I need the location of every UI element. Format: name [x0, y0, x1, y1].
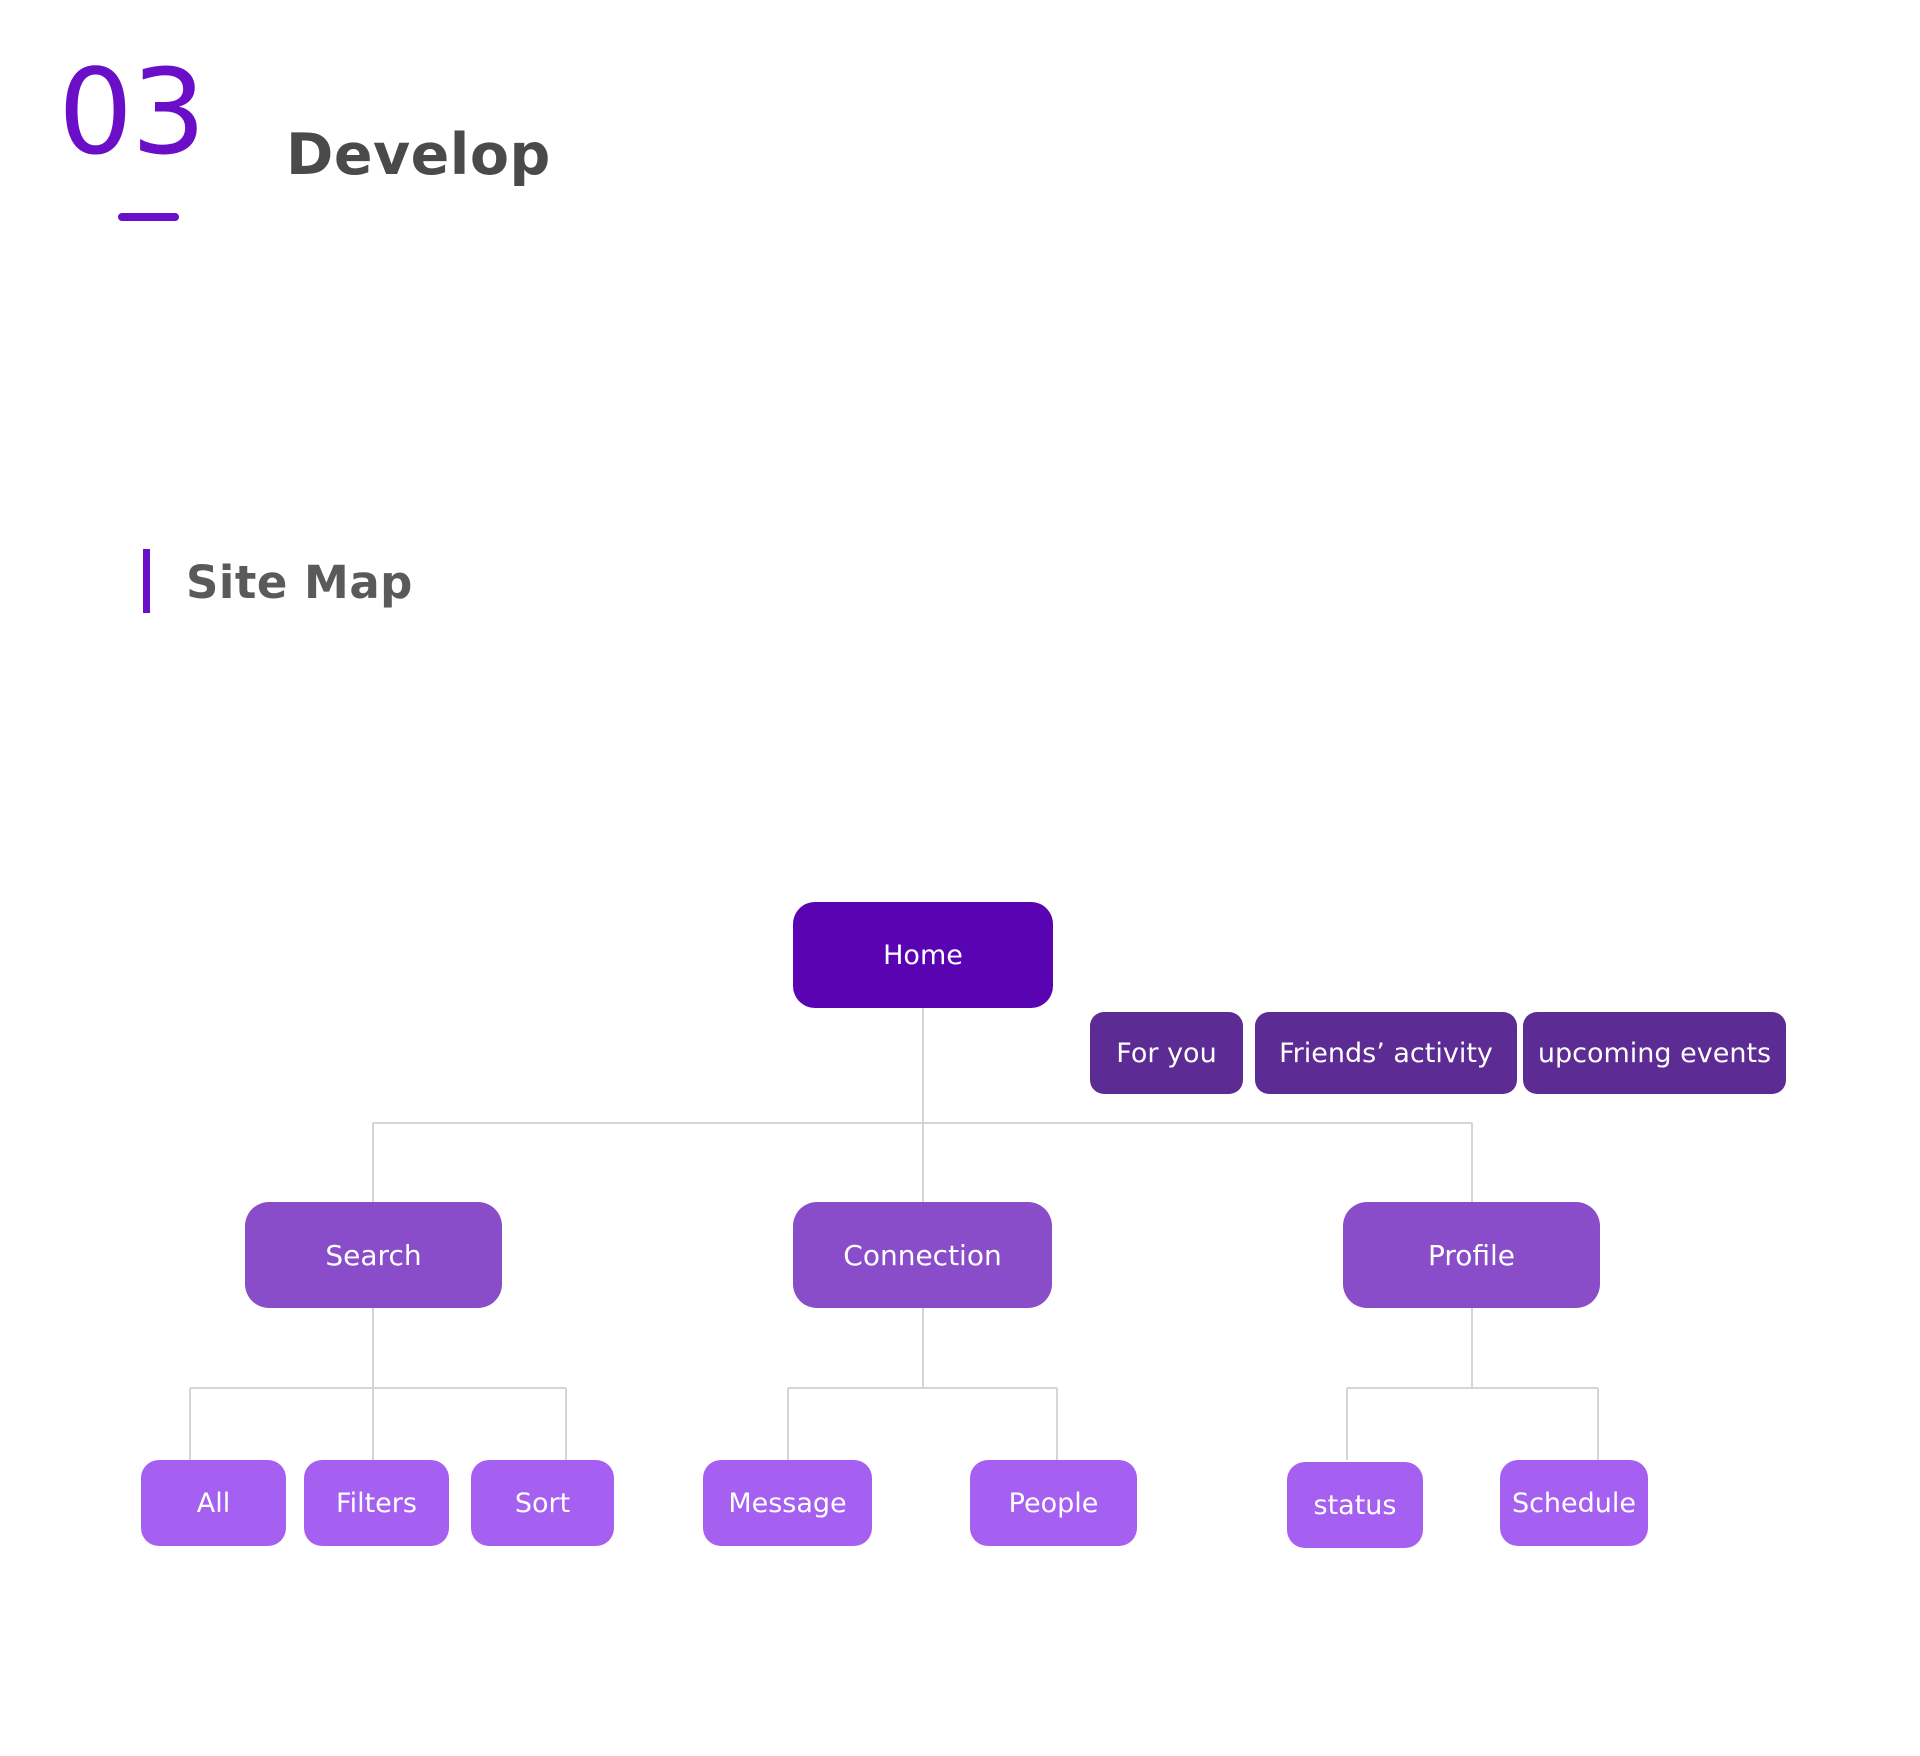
node-label: Schedule	[1511, 1487, 1637, 1519]
step-number-underline	[118, 213, 179, 221]
connector-home-trunk	[372, 1008, 1473, 1202]
node-label: upcoming events	[1537, 1037, 1772, 1069]
sitemap-node-filters[interactable]: Filters	[304, 1460, 449, 1546]
sitemap-node-profile[interactable]: Profile	[1343, 1202, 1600, 1308]
sitemap-node-schedule[interactable]: Schedule	[1500, 1460, 1648, 1546]
section-accent-bar	[143, 549, 150, 613]
node-label: All	[196, 1487, 231, 1519]
node-label: Home	[883, 939, 963, 971]
node-label: Sort	[514, 1487, 571, 1519]
sitemap-node-all[interactable]: All	[141, 1460, 286, 1546]
node-label: Filters	[336, 1487, 417, 1519]
sitemap-node-sort[interactable]: Sort	[471, 1460, 614, 1546]
node-label: Friends’ activity	[1279, 1037, 1493, 1069]
connector-profile-subtree	[1346, 1308, 1599, 1460]
sitemap-node-people[interactable]: People	[970, 1460, 1137, 1546]
node-label: Search	[325, 1238, 422, 1272]
step-number: 03	[58, 43, 206, 181]
connector-connection-subtree	[787, 1308, 1058, 1460]
page-title: Develop	[286, 122, 551, 188]
connector-search-subtree	[189, 1308, 567, 1460]
node-label: status	[1313, 1489, 1397, 1521]
sitemap-node-upcoming-events[interactable]: upcoming events	[1523, 1012, 1786, 1094]
sitemap-node-message[interactable]: Message	[703, 1460, 872, 1546]
sitemap-node-status[interactable]: status	[1287, 1462, 1423, 1548]
sitemap-node-search[interactable]: Search	[245, 1202, 502, 1308]
node-label: People	[1008, 1487, 1099, 1519]
sitemap-node-friends-activity[interactable]: Friends’ activity	[1255, 1012, 1517, 1094]
node-label: Message	[728, 1487, 847, 1519]
sitemap-node-connection[interactable]: Connection	[793, 1202, 1052, 1308]
sitemap-node-for-you[interactable]: For you	[1090, 1012, 1243, 1094]
sitemap-node-home[interactable]: Home	[793, 902, 1053, 1008]
node-label: For you	[1116, 1037, 1217, 1069]
node-label: Profile	[1427, 1238, 1516, 1272]
section-title: Site Map	[186, 556, 413, 609]
node-label: Connection	[843, 1238, 1002, 1272]
